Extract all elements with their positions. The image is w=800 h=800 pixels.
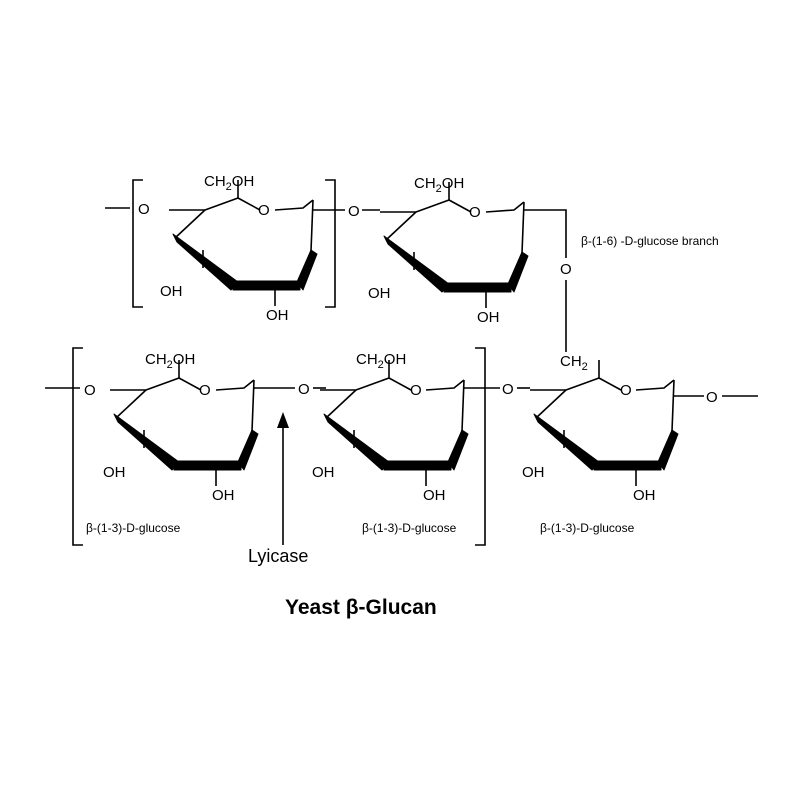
ring-oxygen-label: O bbox=[258, 202, 270, 219]
ch2oh-label: CH2OH bbox=[145, 351, 195, 371]
ch2oh-label: CH2OH bbox=[356, 351, 406, 371]
hydroxyl-label: OH bbox=[266, 307, 289, 324]
oxygen-label: O bbox=[298, 381, 310, 398]
hydroxyl-label: OH bbox=[477, 309, 500, 326]
hydroxyl-label: OH bbox=[522, 464, 545, 481]
glucose-unit-bottom-left bbox=[109, 359, 259, 487]
oxygen-label: O bbox=[84, 382, 96, 399]
ring-oxygen-label: O bbox=[469, 204, 481, 221]
oxygen-label: O bbox=[348, 203, 360, 220]
diagram-title: Yeast β-Glucan bbox=[285, 596, 437, 619]
oxygen-label: O bbox=[560, 261, 572, 278]
arrow-head-icon bbox=[277, 412, 289, 428]
glucose-label: β-(1-3)-D-glucose bbox=[540, 521, 635, 535]
branch-bond bbox=[524, 209, 567, 258]
hydroxyl-label: OH bbox=[160, 283, 183, 300]
oxygen-label: O bbox=[138, 201, 150, 218]
ch2oh-label: CH2OH bbox=[204, 173, 254, 193]
ch2oh-label: CH2OH bbox=[414, 175, 464, 195]
hydroxyl-label: OH bbox=[633, 487, 656, 504]
glucose-unit-top-left bbox=[168, 179, 318, 307]
bracket-left bbox=[132, 179, 143, 308]
enzyme-label: Lyicase bbox=[248, 546, 308, 566]
glucose-unit-bottom-right bbox=[529, 359, 679, 487]
hydroxyl-label: OH bbox=[423, 487, 446, 504]
hydroxyl-label: OH bbox=[212, 487, 235, 504]
glucose-label: β-(1-3)-D-glucose bbox=[362, 521, 457, 535]
ch2-label: CH2 bbox=[560, 353, 588, 373]
hydroxyl-label: OH bbox=[368, 285, 391, 302]
oxygen-label: O bbox=[502, 381, 514, 398]
glucose-label: β-(1-3)-D-glucose bbox=[86, 521, 181, 535]
bracket-right bbox=[325, 179, 336, 308]
hydroxyl-label: OH bbox=[103, 464, 126, 481]
glucose-unit-bottom-middle bbox=[319, 359, 469, 487]
cleavage-arrow bbox=[277, 412, 289, 545]
hydroxyl-label: OH bbox=[312, 464, 335, 481]
branch-label: β-(1-6) -D-glucose branch bbox=[581, 234, 719, 248]
oxygen-label: O bbox=[706, 389, 718, 406]
ring-oxygen-label: O bbox=[410, 382, 422, 399]
bracket-right bbox=[475, 347, 486, 546]
ring-oxygen-label: O bbox=[199, 382, 211, 399]
glucose-unit-top-right bbox=[379, 181, 529, 309]
bracket-left bbox=[72, 347, 83, 546]
ring-oxygen-label: O bbox=[620, 382, 632, 399]
